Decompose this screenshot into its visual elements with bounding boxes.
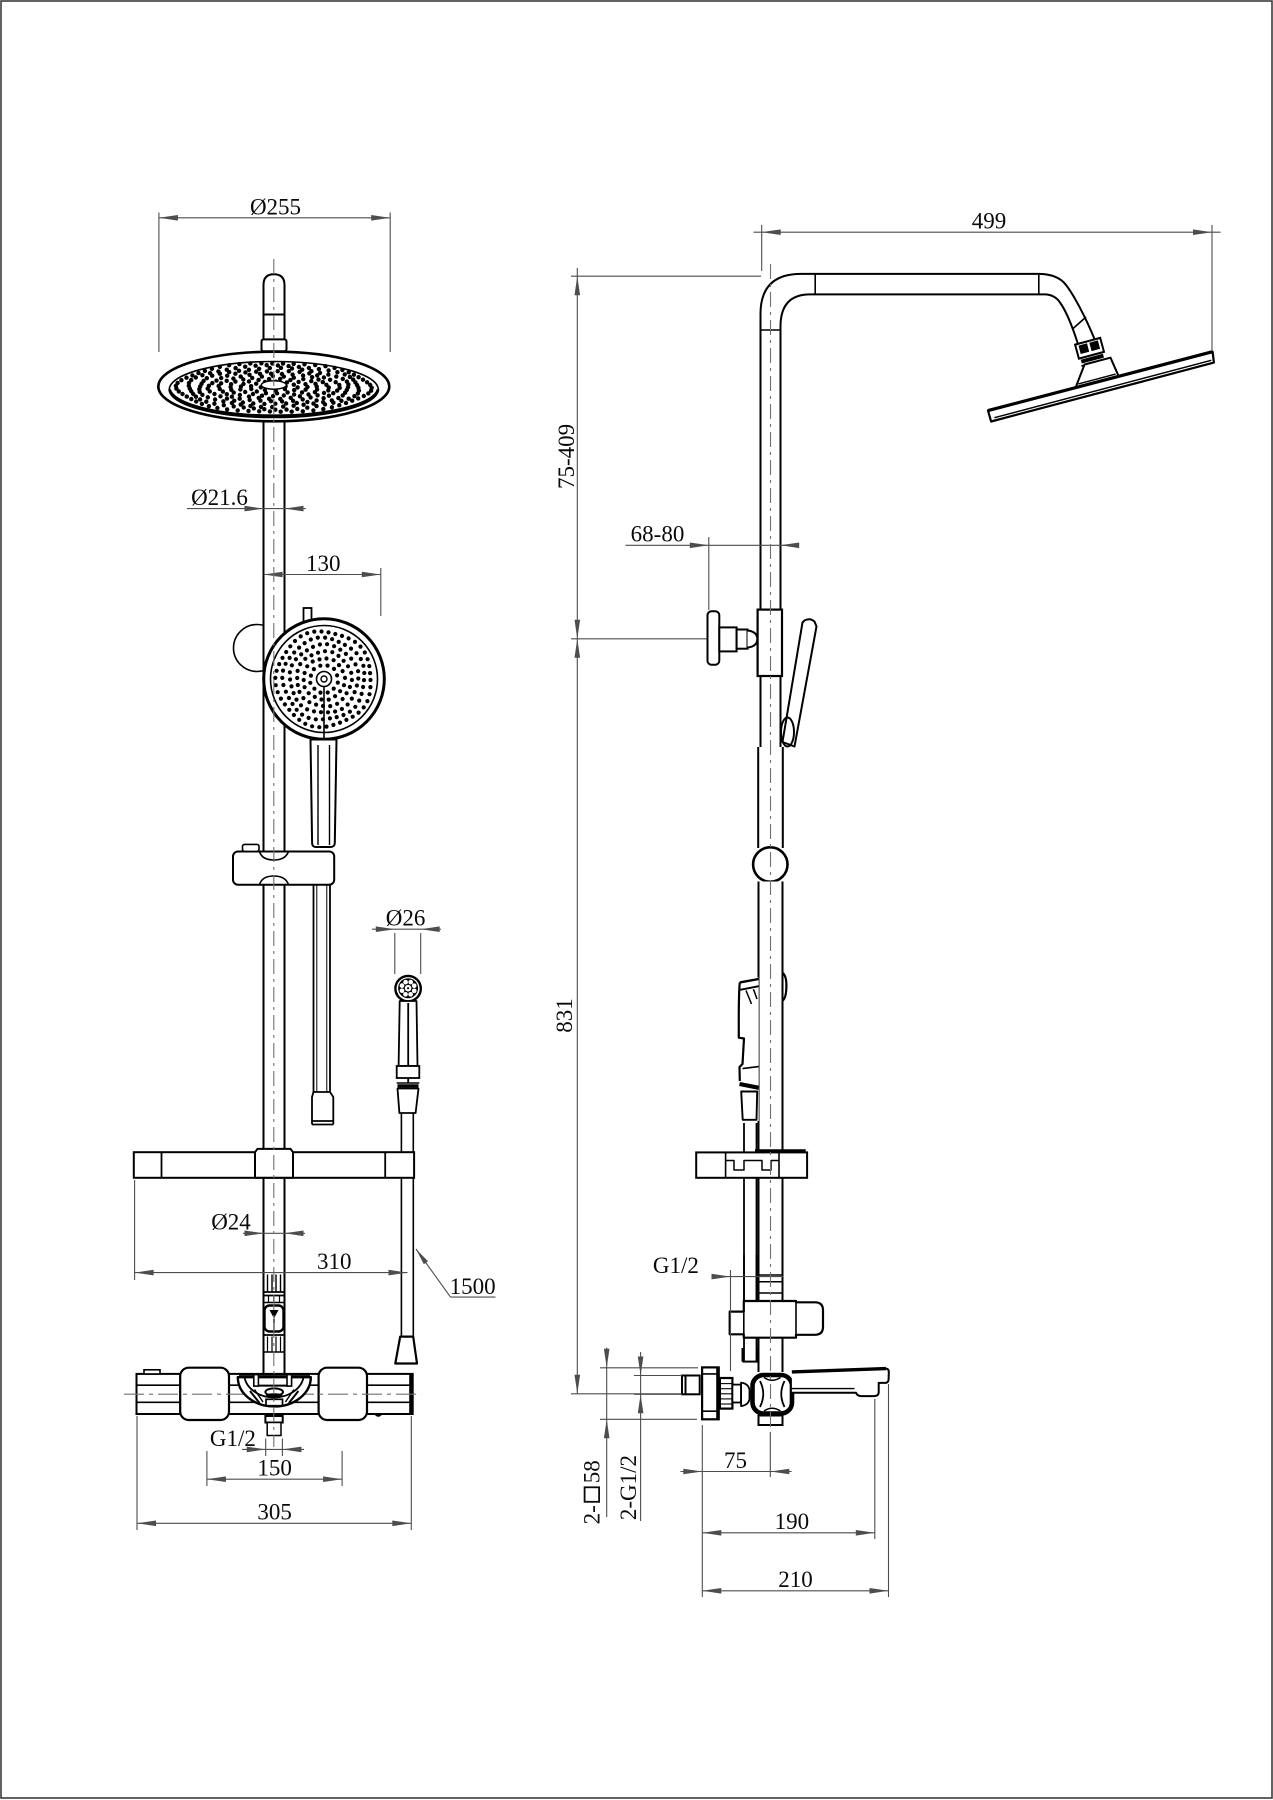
svg-text:1500: 1500 — [450, 1274, 496, 1299]
svg-text:2-: 2- — [580, 1505, 605, 1524]
svg-text:G1/2: G1/2 — [653, 1253, 699, 1278]
svg-text:68-80: 68-80 — [631, 522, 685, 547]
svg-text:Ø26: Ø26 — [386, 906, 426, 931]
svg-text:305: 305 — [257, 1500, 292, 1525]
svg-text:75: 75 — [724, 1448, 747, 1473]
svg-text:2-G1/2: 2-G1/2 — [616, 1455, 641, 1520]
svg-text:130: 130 — [306, 551, 341, 576]
svg-text:310: 310 — [317, 1249, 352, 1274]
svg-text:75-409: 75-409 — [554, 424, 579, 489]
svg-text:210: 210 — [778, 1567, 813, 1592]
svg-text:Ø21.6: Ø21.6 — [191, 485, 248, 510]
svg-text:Ø255: Ø255 — [250, 194, 301, 219]
svg-text:150: 150 — [257, 1456, 292, 1481]
svg-text:G1/2: G1/2 — [210, 1426, 256, 1451]
svg-text:Ø24: Ø24 — [211, 1210, 251, 1235]
svg-text:831: 831 — [552, 998, 577, 1033]
svg-text:58: 58 — [580, 1460, 605, 1483]
svg-text:499: 499 — [972, 209, 1007, 234]
svg-text:190: 190 — [775, 1509, 810, 1534]
